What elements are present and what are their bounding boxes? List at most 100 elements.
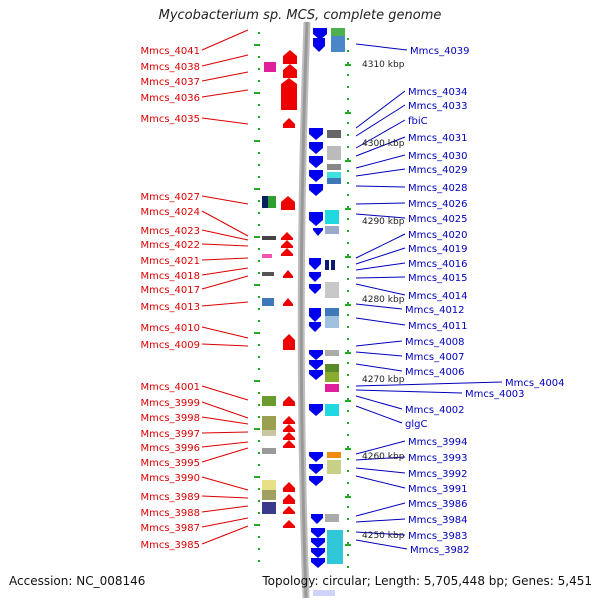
feature-box [325,308,339,316]
feature-box [325,372,339,382]
tick-major [254,428,260,430]
forward-gene-arrow [283,396,295,406]
right-gene-labels: Mmcs_4039Mmcs_4034Mmcs_4033fbiCMmcs_4031… [355,43,565,556]
leader-line [201,326,249,339]
tick-major [254,332,260,334]
feature-box [262,480,276,490]
backbone-core [299,21,309,599]
leader-line [355,475,406,489]
leader-line [201,385,249,401]
tick-dot [347,446,349,448]
leader-line [201,517,249,528]
tick-major [345,304,351,306]
reverse-gene-arrow [313,228,323,236]
tick-dot [347,170,349,172]
left-gene-labels: Mmcs_4041Mmcs_4038Mmcs_4037Mmcs_4036Mmcs… [140,29,249,551]
leader-line [201,195,249,205]
feature-box [325,350,339,356]
tick-dot [347,98,349,100]
leader-line [201,495,249,499]
reverse-gene-arrow [309,184,323,196]
feature-box [331,28,345,36]
reverse-gene-arrow [309,308,321,322]
tick-dot [258,404,260,406]
gene-label-left: Mmcs_4036 [140,93,200,104]
leader-line [355,456,406,461]
reverse-gene-arrow [311,548,325,558]
leader-line [355,168,406,177]
feature-box [325,260,329,270]
leader-line [201,525,249,545]
kbp-label: 4290 kbp [362,217,405,227]
feature-box [262,254,272,258]
gene-label-right: Mmcs_4015 [408,273,468,284]
tick-dot [258,548,260,550]
leader-line [201,243,249,247]
feature-box [325,514,339,522]
feature-box [262,490,276,500]
accession-text: Accession: NC_008146 [9,574,146,588]
tick-dot [347,326,349,328]
feature-box [325,384,339,392]
feature-box [262,448,276,454]
tick-dot [347,158,349,160]
leader-line [201,89,249,98]
tick-dot [347,374,349,376]
gene-label-right: Mmcs_4016 [408,259,468,270]
tick-dot [347,542,349,544]
leader-line [355,395,403,410]
gene-label-right: Mmcs_3984 [408,515,468,526]
feature-box [268,196,276,208]
leader-line [201,416,249,425]
reverse-gene-arrow [309,142,323,154]
tick-dot [258,224,260,226]
reverse-gene-arrow [309,284,321,294]
tick-major [345,352,351,354]
tick-major [345,448,351,450]
gene-label-left: Mmcs_3998 [140,413,200,424]
gene-label-right: fbiC [408,116,428,127]
leader-line [355,340,403,347]
gene-label-right: Mmcs_3982 [410,545,470,556]
tick-dot [258,296,260,298]
leader-line [201,71,249,82]
forward-gene-arrow [281,248,293,256]
leader-line [355,518,406,523]
tick-dot [347,182,349,184]
feature-box [325,316,339,328]
tick-dot [347,566,349,568]
tick-dot [347,314,349,316]
tick-major [254,44,260,46]
tick-dot [347,362,349,364]
leader-line [355,389,463,394]
kbp-label: 4270 kbp [362,375,405,385]
tick-dot [258,116,260,118]
gene-label-right: Mmcs_4020 [408,230,468,241]
tick-dot [258,200,260,202]
gene-label-right: Mmcs_4006 [405,367,465,378]
leader-line [201,210,249,237]
leader-line [201,476,249,491]
leader-line [201,343,249,347]
tick-dot [347,290,349,292]
tick-dot [258,128,260,130]
forward-gene-arrow [283,334,295,350]
gene-label-left: Mmcs_4009 [140,340,200,351]
gene-label-right: Mmcs_4007 [405,352,465,363]
gene-label-right: Mmcs_4025 [408,214,468,225]
leader-line [201,267,249,276]
gene-label-left: Mmcs_3988 [140,508,200,519]
feature-box [327,178,341,184]
gene-label-right: Mmcs_4039 [410,46,470,57]
tick-dot [347,278,349,280]
tick-dot [347,110,349,112]
tick-dot [258,344,260,346]
feature-box [262,416,276,430]
leader-line [201,117,249,125]
reverse-gene-arrow [309,404,323,416]
gene-label-right: Mmcs_3993 [408,453,468,464]
gene-label-right: Mmcs_4011 [408,321,468,332]
gene-label-left: Mmcs_4035 [140,114,200,125]
forward-gene-arrow [283,506,295,514]
tick-dot [347,422,349,424]
